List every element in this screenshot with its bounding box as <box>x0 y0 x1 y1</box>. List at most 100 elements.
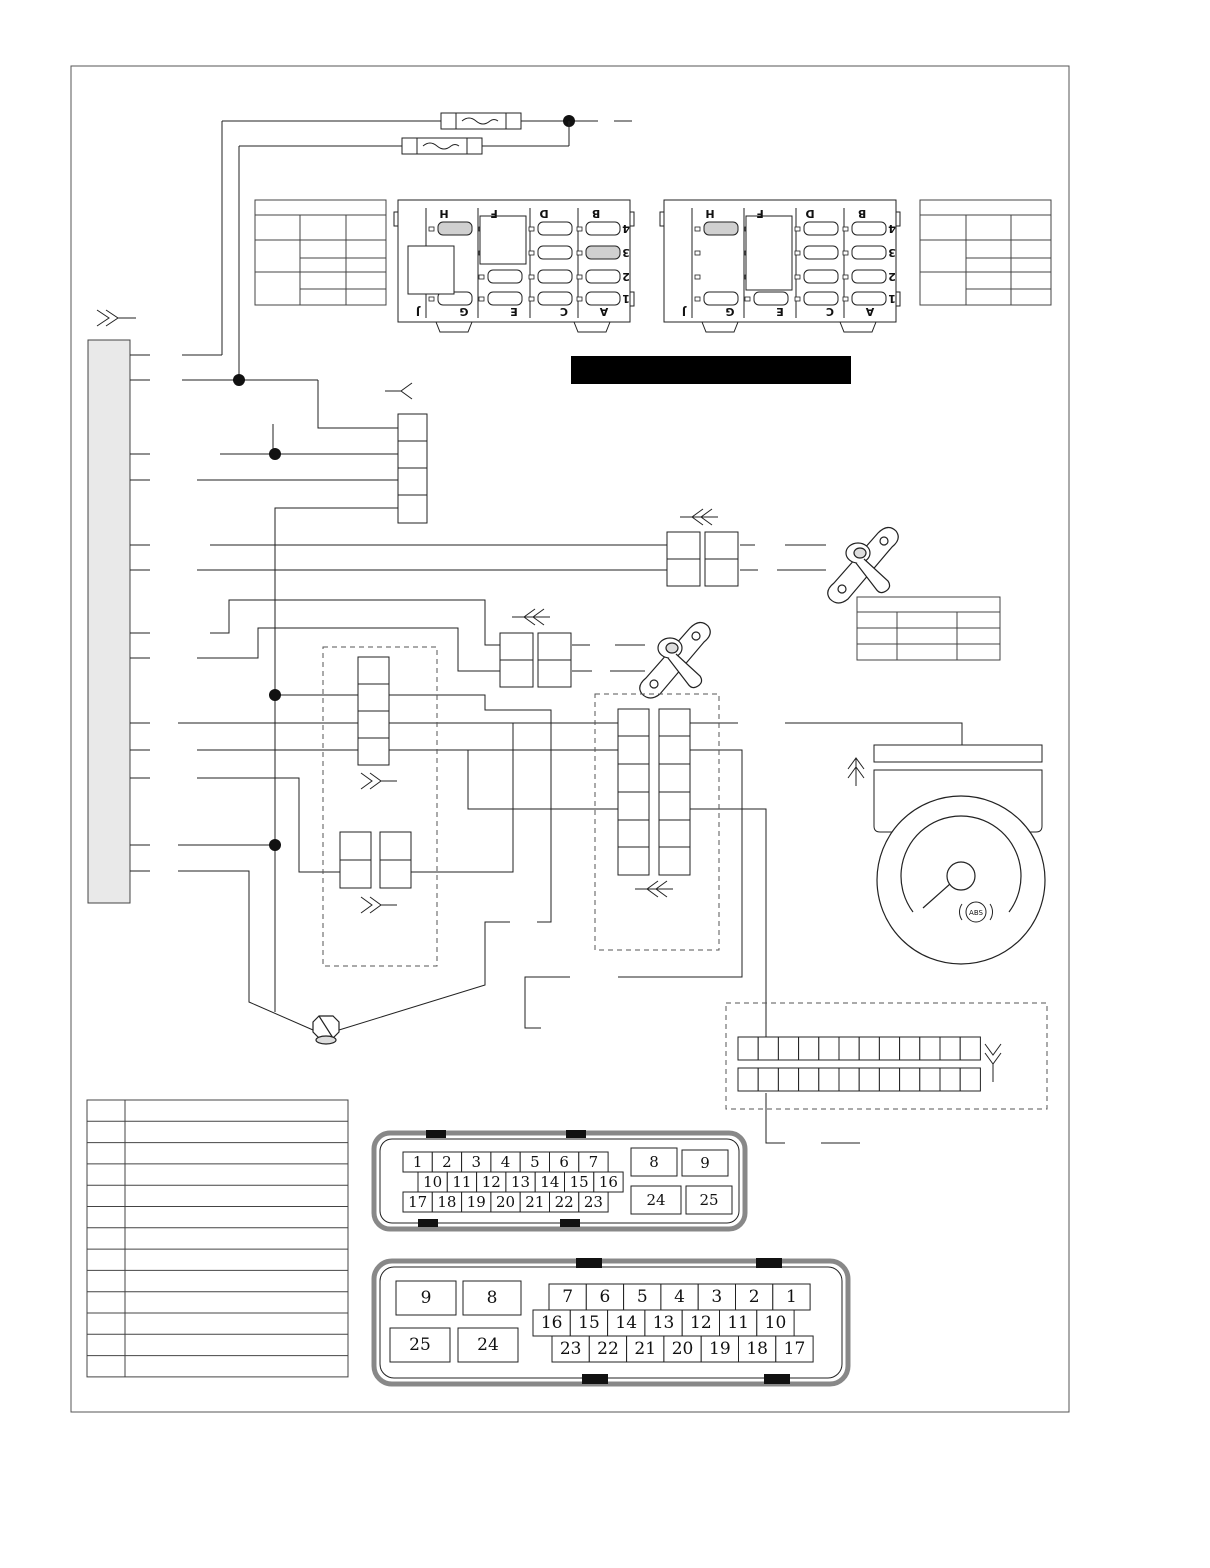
pin-number: 22 <box>555 1193 574 1211</box>
pin-number: 22 <box>597 1339 619 1359</box>
dashed-group-middle <box>594 693 720 951</box>
relay-column-letter: H <box>439 207 448 220</box>
connector-b-pin <box>775 1335 814 1363</box>
pin-number: 24 <box>646 1191 665 1209</box>
inline-connector-pair <box>339 831 412 889</box>
pin-number: 15 <box>578 1313 600 1333</box>
diagnostic-pin-cell <box>838 1036 860 1061</box>
dashed-group-left <box>322 646 438 967</box>
connector-4way-arrow <box>385 382 413 400</box>
info-table-mid <box>856 596 1001 661</box>
diagnostic-pin-cell <box>959 1036 981 1061</box>
pin-number: 19 <box>709 1339 731 1359</box>
pin-number: 7 <box>562 1287 573 1307</box>
diagnostic-pin-cell <box>858 1036 880 1061</box>
pin-number: 23 <box>560 1339 582 1359</box>
pin-number: 11 <box>452 1173 471 1191</box>
relay-row-number: 2 <box>622 270 630 283</box>
relay-column-letter: D <box>539 207 548 220</box>
pin-number: 16 <box>599 1173 618 1191</box>
info-table-left <box>254 199 387 306</box>
pin-number: 19 <box>467 1193 486 1211</box>
relay-column-letter: A <box>865 305 874 318</box>
pin-number: 12 <box>690 1313 712 1333</box>
connector-b-pin <box>772 1283 811 1311</box>
pin-number: 6 <box>600 1287 611 1307</box>
ground-bolt-icon <box>312 1015 340 1045</box>
ecu-pins <box>130 354 150 872</box>
diagnostic-pin-cell <box>878 1067 901 1092</box>
relay-column-letter: C <box>826 305 834 318</box>
diagnostic-pin-cell <box>798 1067 820 1092</box>
pin-number: 10 <box>765 1313 787 1333</box>
diagnostic-pin-cell <box>939 1036 961 1061</box>
pin-number: 17 <box>408 1193 427 1211</box>
pin-number: 5 <box>637 1287 648 1307</box>
ecu-block <box>87 339 131 904</box>
diagnostic-pin-cell <box>777 1036 800 1061</box>
pin-number: 3 <box>471 1153 481 1171</box>
connector-b-pin <box>626 1335 665 1363</box>
page-frame <box>70 65 1070 1413</box>
relay-column-letter: A <box>599 305 608 318</box>
diagnostic-pin-cell <box>919 1067 941 1092</box>
connector-a-pin-large <box>685 1185 733 1215</box>
diagnostic-connector-rows <box>737 1036 981 1092</box>
pin-number: 9 <box>700 1154 710 1172</box>
sensor-connector-lower-arrow <box>512 608 550 626</box>
pin-number: 21 <box>634 1339 656 1359</box>
sensor-connector-lower <box>499 632 572 688</box>
pin-number: 18 <box>746 1339 768 1359</box>
pin-number: 17 <box>784 1339 806 1359</box>
pin-number: 24 <box>477 1335 499 1355</box>
connector-4way <box>397 413 428 524</box>
pin-number: 20 <box>672 1339 694 1359</box>
pin-number: 5 <box>530 1153 540 1171</box>
connector-b-pin <box>697 1283 737 1311</box>
connector-b-pin <box>756 1309 795 1337</box>
inline-connector-4way-arrow <box>360 772 397 790</box>
title-banner <box>571 356 851 384</box>
relay-column-letter: G <box>459 305 468 318</box>
pin-number: 25 <box>409 1335 431 1355</box>
relay-column-letter: E <box>510 305 518 318</box>
relay-row-number: 2 <box>888 270 896 283</box>
relay-row-number: 4 <box>888 222 896 235</box>
wheel-speed-sensor-icon <box>639 621 711 699</box>
diagnostic-pin-cell <box>838 1067 860 1092</box>
diagnostic-pin-cell <box>798 1036 820 1061</box>
pin-number: 18 <box>437 1193 456 1211</box>
diagnostic-pin-cell <box>737 1036 759 1061</box>
connector-a-pin-large <box>630 1147 678 1177</box>
splice-dots <box>233 374 281 851</box>
diagnostic-pin-cell <box>959 1067 981 1092</box>
relay-column-letter: E <box>776 305 784 318</box>
relay-row-number: 1 <box>888 292 896 305</box>
pin-number: 13 <box>653 1313 675 1333</box>
pin-number: 8 <box>649 1153 659 1171</box>
diagnostic-pin-cell <box>919 1036 941 1061</box>
pin-number: 23 <box>584 1193 603 1211</box>
connector-b-pin-large <box>395 1280 457 1316</box>
abs-badge: ABS <box>969 909 983 917</box>
connector-b-pin-large <box>457 1327 519 1363</box>
pin-number: 8 <box>487 1288 498 1308</box>
wheel-speed-sensor-icon <box>827 526 899 604</box>
relay-row-number: 3 <box>622 246 630 259</box>
relay-row-number: 1 <box>622 292 630 305</box>
pin-number: 12 <box>482 1173 501 1191</box>
pin-number: 9 <box>421 1288 432 1308</box>
wires <box>178 354 963 1144</box>
pin-number: 16 <box>541 1313 563 1333</box>
sensor-connector-upper <box>666 531 739 587</box>
connector-b-pin-large <box>389 1327 451 1363</box>
pin-number: 4 <box>501 1153 511 1171</box>
pin-number: 20 <box>496 1193 515 1211</box>
connector-a-pin-large <box>681 1149 729 1177</box>
relay-column-letter: F <box>756 207 764 220</box>
